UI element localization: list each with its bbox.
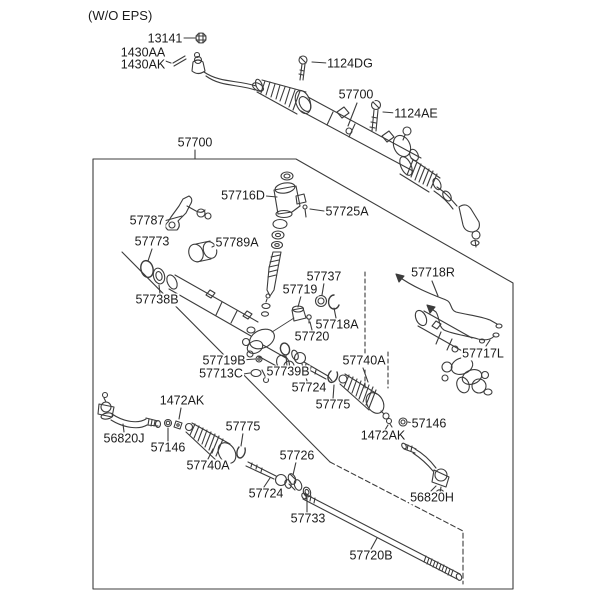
o-ring-57773-drawing [140,259,154,279]
steering-gear-assembly-drawing [159,32,481,248]
part-label-57700-box: 57700 [176,135,214,150]
part-label-57726: 57726 [278,448,316,463]
part-label-57719b: 57719B [201,353,247,368]
part-label-1124dg: 1124DG [326,56,374,71]
inner-rod-57724-bottom-drawing [245,461,292,489]
bolt-1124dg-drawing [298,55,328,81]
clip-57713c-drawing [242,368,262,378]
part-label-57713c: 57713C [198,366,244,381]
part-label-57739b: 57739B [265,364,311,379]
cap-57737-drawing [314,282,328,308]
snap-ring-57718a-drawing [327,294,340,319]
part-label-57789a: 57789A [214,235,260,250]
rack-bar-57720b-drawing [301,492,463,581]
valve-pinion-exploded-drawing [140,171,340,384]
ring-57733-drawing [302,486,312,513]
part-label-57146-mid: 57146 [410,416,448,431]
part-label-1124ae: 1124AE [393,106,439,121]
part-label-57718r: 57718R [410,265,456,280]
nut-57146-left-drawing [163,418,173,442]
part-label-57718a: 57718A [314,317,360,332]
part-label-57775-left: 57775 [224,419,262,434]
yoke-plug-57719-drawing [271,295,307,333]
feed-pipes-drawing [395,273,503,347]
part-label-1472ak-mid: 1472AK [359,428,407,443]
valve-housing-57716d-drawing [265,171,307,219]
tie-rod-rack-bar-drawing [97,391,463,581]
ring-57775-mid-drawing [327,370,339,400]
part-label-57700-top: 57700 [337,87,375,102]
part-label-1430ak: 1430AK [119,57,167,72]
part-label-57146-left: 57146 [149,440,187,455]
part-label-57740a-mid: 57740A [341,353,387,368]
part-label-57717l: 57717L [461,346,505,361]
part-label-57740a-left: 57740A [185,458,231,473]
pin-1472ak-mid-drawing [384,417,393,431]
part-label-1430aa: 1430AA [119,45,167,60]
part-label-57737: 57737 [305,269,343,284]
o-ring-57739b-drawing [279,342,291,367]
part-label-1472ak-left: 1472AK [158,393,206,408]
screw-57725a-drawing [302,204,325,218]
washer-1472ak-left-drawing [173,407,183,430]
part-label-13141: 13141 [146,31,184,46]
part-label-57724-mid: 57724 [290,380,328,395]
rack-components-mid-drawing [241,309,493,431]
bushing-57726-drawing [287,461,303,491]
part-label-57787: 57787 [128,213,166,228]
part-label-56820j: 56820J [102,431,146,446]
rack-tube-right-drawing [414,309,493,396]
part-label-57773: 57773 [133,234,171,249]
bellows-57740a-mid-drawing [338,367,390,420]
ring-57775-left-drawing [236,432,246,459]
bracket-57787-drawing [163,195,212,231]
page-title: (W/O EPS) [88,8,153,23]
bellows-57740a-left-drawing [184,422,237,464]
part-label-57724-bottom: 57724 [247,486,285,501]
part-label-57775-mid: 57775 [314,397,352,412]
bolt-1124ae-drawing [369,99,397,132]
part-label-57719: 57719 [281,282,319,297]
part-label-57733: 57733 [289,511,327,526]
rack-housing-tube-drawing [166,274,259,337]
outer-tie-rod-56820h-drawing [401,442,450,500]
part-label-57738b: 57738B [134,292,180,307]
outer-tie-rod-56820j-drawing [97,391,162,433]
part-label-57725a: 57725A [324,204,370,219]
part-label-57716d: 57716D [220,188,266,203]
part-label-56820h: 56820H [409,490,455,505]
part-label-57720: 57720 [293,329,331,344]
pin-57720-drawing [306,314,313,331]
seal-57738b-drawing [152,267,166,295]
part-label-57720b: 57720B [348,548,394,563]
